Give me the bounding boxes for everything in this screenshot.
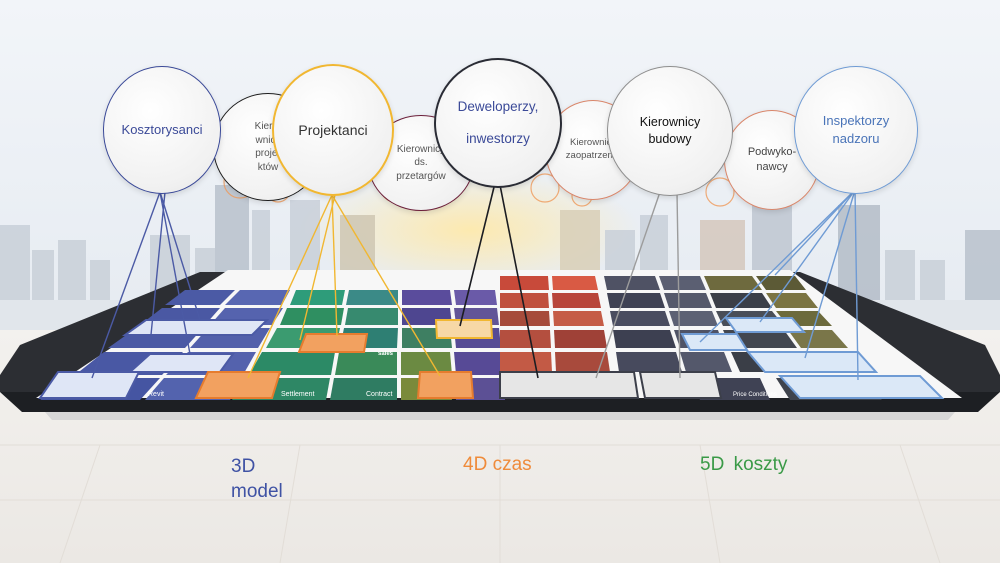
label-5d-koszty: 5D koszty bbox=[700, 454, 788, 475]
floor-tiles bbox=[0, 444, 1000, 563]
label-podwykonawcy-1: Podwyko- bbox=[747, 146, 797, 159]
label-3d: 3D bbox=[231, 456, 256, 477]
label-kosztorysanci: Kosztorysanci bbox=[121, 122, 203, 138]
label-kierownicy-przetargow-2: ds. bbox=[414, 157, 428, 169]
label-podwykonawcy-2: nawcy bbox=[756, 161, 788, 173]
label-deweloperzy-2: inwestorzy bbox=[466, 131, 530, 146]
label-kierownicy-budowy-2: budowy bbox=[648, 132, 692, 146]
label-kierownicy-zaopatrzenia-1: Kierownicy bbox=[570, 137, 616, 149]
label-inspektorzy-2: nadzoru bbox=[832, 131, 880, 146]
label-model: model bbox=[231, 481, 283, 502]
label-kierownicy-przetargow-3: przetargów bbox=[396, 170, 446, 182]
connector-lines bbox=[91, 182, 859, 381]
label-kierownicy-budowy-1: Kierownicy bbox=[639, 115, 701, 130]
label-inspektorzy-1: Inspektorzy bbox=[822, 113, 890, 129]
bubble-kosztorysanci: Kosztorysanci bbox=[103, 66, 221, 194]
tile-label-contract: Contract bbox=[366, 391, 393, 398]
bubble-projektanci: Projektanci bbox=[272, 64, 394, 196]
tile-label-sales: sales bbox=[378, 351, 394, 357]
label-kierownicy-przetargow-1: Kierownicy bbox=[396, 143, 446, 155]
bubble-kierownicy-budowy: Kierownicy budowy bbox=[607, 66, 733, 196]
label-kierownicy-projektow-2: wnicy bbox=[255, 134, 281, 146]
label-kierownicy-projektow-1: Kiero- bbox=[254, 121, 282, 132]
tile-label-settlement: Settlement bbox=[281, 391, 315, 398]
tile-label-price-conditions: Price Conditions bbox=[733, 392, 777, 398]
selection-boxes bbox=[38, 317, 945, 399]
tile-label-revit: Revit bbox=[148, 391, 164, 398]
label-kierownicy-zaopatrzenia-2: zaopatrzenia bbox=[565, 150, 621, 161]
label-deweloperzy-1: Deweloperzy, bbox=[457, 98, 539, 114]
label-projektanci: Projektanci bbox=[298, 121, 368, 138]
label-3d-model: 3D model bbox=[231, 454, 283, 504]
label-kierownicy-projektow-4: któw bbox=[257, 161, 279, 173]
bubble-inspektorzy-nadzoru: Inspektorzy nadzoru bbox=[794, 66, 918, 194]
label-4d-czas: 4D czas bbox=[463, 454, 532, 475]
bubble-deweloperzy: Deweloperzy, inwestorzy bbox=[434, 58, 562, 188]
label-kierownicy-projektow-3: proje- bbox=[255, 148, 281, 159]
